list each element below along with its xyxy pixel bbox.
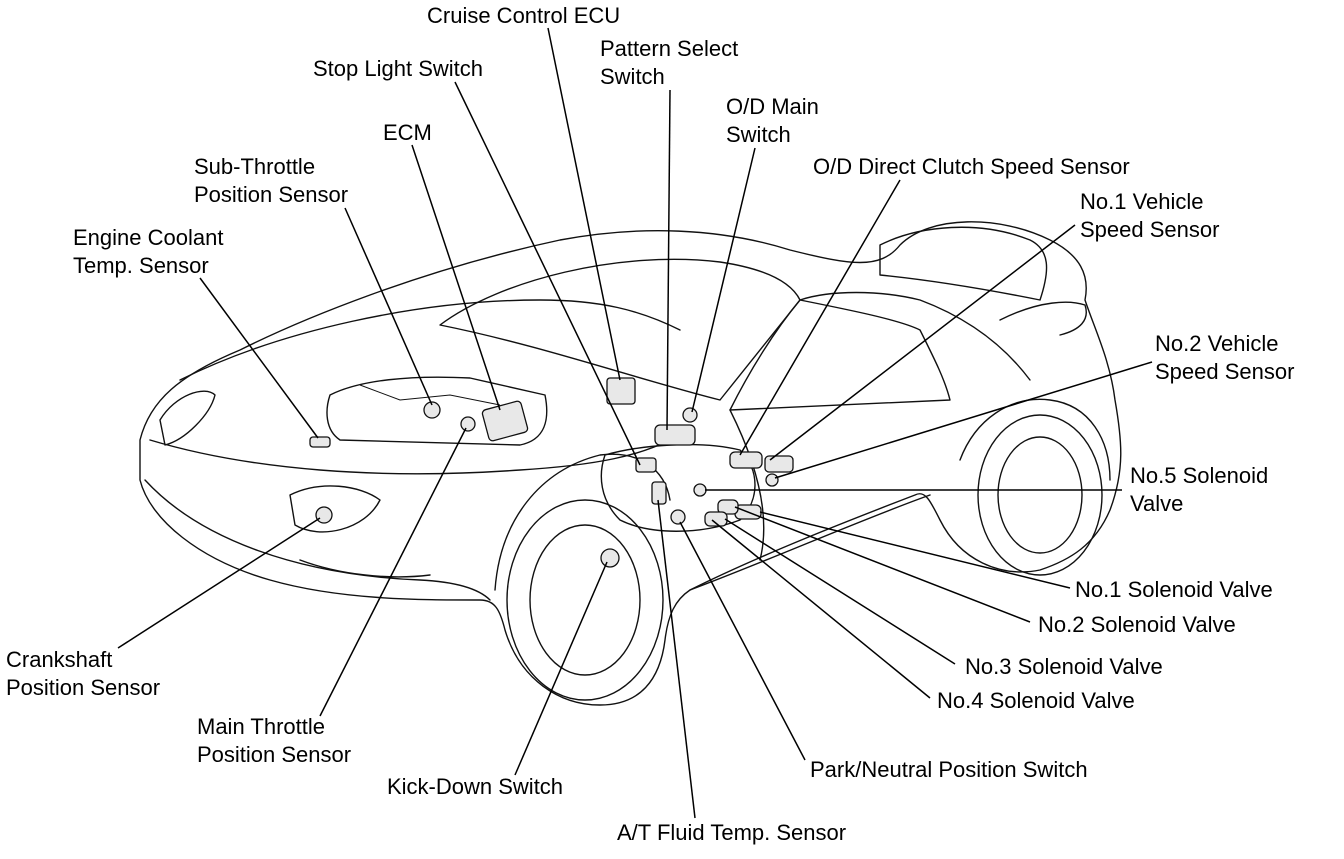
- label-cruise-control-ecu: Cruise Control ECU: [427, 3, 620, 28]
- leader-lines: [117, 27, 1153, 819]
- solenoid-valve-2-part: [717, 499, 739, 515]
- label-at-fluid-temp-sensor: A/T Fluid Temp. Sensor: [617, 820, 846, 845]
- windshield-frame: [439, 258, 801, 401]
- leader-no1-solenoid: [759, 511, 1071, 589]
- leader-no4-solenoid: [711, 519, 931, 699]
- car-outline: [139, 221, 1122, 706]
- at-fluid-temp-sensor-part: [651, 481, 667, 505]
- front-wheel-outer: [506, 499, 664, 701]
- front-wheel-inner: [529, 524, 641, 676]
- label-od-main-switch-line1: O/D Main: [726, 94, 819, 119]
- label-no5-solenoid-line2: Valve: [1130, 491, 1183, 516]
- pattern-od-switch-part: [654, 424, 696, 446]
- leader-main-throttle: [319, 427, 467, 717]
- leader-engine-coolant: [199, 277, 319, 439]
- label-pattern-select-switch-line1: Pattern Select: [600, 36, 738, 61]
- park-neutral-switch-part: [670, 509, 686, 525]
- front-intake: [299, 559, 431, 578]
- label-no2-solenoid: No.2 Solenoid Valve: [1038, 612, 1236, 637]
- leader-kick-down: [514, 561, 608, 776]
- label-od-direct-clutch: O/D Direct Clutch Speed Sensor: [813, 154, 1130, 179]
- label-no2-vehicle-speed-line2: Speed Sensor: [1155, 359, 1294, 384]
- leader-park-neutral: [679, 521, 806, 761]
- rear-wheel-inner: [997, 436, 1083, 554]
- side-sill: [689, 494, 931, 591]
- label-engine-coolant-line1: Engine Coolant: [73, 225, 223, 250]
- rear-spoiler: [999, 301, 1087, 336]
- no1-vehicle-speed-sensor-part: [764, 455, 794, 473]
- label-no4-solenoid: No.4 Solenoid Valve: [937, 688, 1135, 713]
- label-crankshaft-line1: Crankshaft: [6, 647, 112, 672]
- front-wheel-arch: [494, 453, 671, 591]
- label-no5-solenoid-line1: No.5 Solenoid: [1130, 463, 1268, 488]
- sub-throttle-sensor-part: [423, 401, 441, 419]
- leader-od-direct-clutch: [739, 179, 901, 456]
- rear-wheel-arch: [959, 398, 1111, 481]
- side-window: [729, 299, 951, 411]
- label-engine-coolant-line2: Temp. Sensor: [73, 253, 209, 278]
- od-main-switch-part: [682, 407, 698, 423]
- engine-detail: [359, 384, 501, 406]
- label-od-main-switch-line2: Switch: [726, 122, 791, 147]
- solenoid-valve-3-part: [704, 511, 728, 527]
- labels: Cruise Control ECU Pattern Select Switch…: [6, 3, 1294, 845]
- label-main-throttle-line2: Position Sensor: [197, 742, 351, 767]
- leader-crankshaft: [117, 517, 321, 649]
- engine-cover: [326, 376, 548, 446]
- label-no2-vehicle-speed-line1: No.2 Vehicle: [1155, 331, 1279, 356]
- leader-cruise-control-ecu: [547, 27, 621, 381]
- leader-no1-vehicle-speed: [769, 224, 1076, 461]
- label-ecm: ECM: [383, 120, 432, 145]
- door-line: [729, 409, 765, 561]
- leader-no3-solenoid: [724, 518, 956, 665]
- od-direct-clutch-sensor-part: [729, 451, 763, 469]
- label-no1-solenoid: No.1 Solenoid Valve: [1075, 577, 1273, 602]
- hood-line: [179, 299, 681, 381]
- leader-stop-light-switch: [454, 81, 641, 466]
- car-body-outline: [139, 221, 1122, 706]
- label-no1-vehicle-speed-line2: Speed Sensor: [1080, 217, 1219, 242]
- leader-ecm: [411, 144, 501, 411]
- kick-down-switch-part: [600, 548, 620, 568]
- leader-no2-solenoid: [734, 506, 1031, 623]
- leader-no2-vehicle-speed: [774, 361, 1153, 479]
- roof-line: [799, 291, 1031, 381]
- label-kick-down-switch: Kick-Down Switch: [387, 774, 563, 799]
- label-pattern-select-switch-line2: Switch: [600, 64, 665, 89]
- leader-at-fluid-temp: [657, 499, 696, 819]
- headlight-left: [159, 390, 216, 446]
- headlight-right: [289, 485, 381, 533]
- label-no3-solenoid: No.3 Solenoid Valve: [965, 654, 1163, 679]
- component-parts: [309, 377, 794, 568]
- label-crankshaft-line2: Position Sensor: [6, 675, 160, 700]
- label-stop-light-switch: Stop Light Switch: [313, 56, 483, 81]
- label-sub-throttle-line2: Position Sensor: [194, 182, 348, 207]
- label-no1-vehicle-speed-line1: No.1 Vehicle: [1080, 189, 1204, 214]
- main-throttle-sensor-part: [460, 416, 476, 432]
- rear-wheel-outer: [977, 414, 1103, 576]
- no2-vehicle-speed-sensor-part: [765, 473, 779, 487]
- engine-coolant-sensor-part: [309, 436, 331, 448]
- label-sub-throttle-line1: Sub-Throttle: [194, 154, 315, 179]
- rear-window: [879, 226, 1048, 301]
- no5-solenoid-part: [693, 483, 707, 497]
- crankshaft-sensor-part: [315, 506, 333, 524]
- label-main-throttle-line1: Main Throttle: [197, 714, 325, 739]
- leader-od-main-switch: [691, 147, 756, 413]
- leader-pattern-select-switch: [666, 89, 671, 431]
- cruise-control-ecu-part: [606, 377, 636, 405]
- label-park-neutral-switch: Park/Neutral Position Switch: [810, 757, 1088, 782]
- leader-sub-throttle: [344, 207, 433, 406]
- stop-light-switch-part: [635, 457, 657, 473]
- front-bumper: [144, 479, 491, 601]
- ecm-part: [481, 400, 529, 442]
